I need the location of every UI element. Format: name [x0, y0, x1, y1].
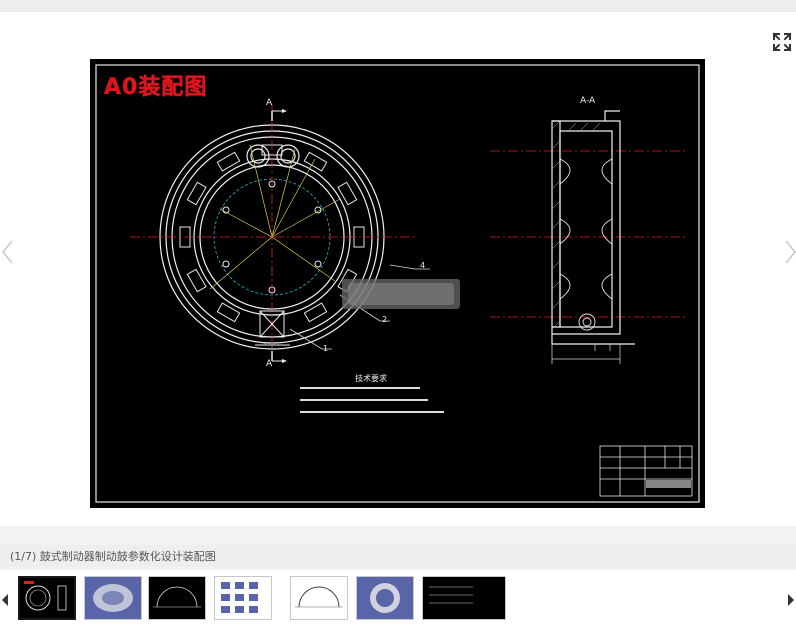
- drawing-title: A0装配图: [104, 75, 208, 100]
- chevron-left-icon[interactable]: [0, 238, 16, 266]
- thumbnail-4[interactable]: [214, 576, 272, 620]
- thumbnail-2[interactable]: [84, 576, 142, 620]
- expand-icon[interactable]: [772, 32, 792, 52]
- image-viewer: A0装配图 A A A-A 1 2 4 技术要求: [0, 12, 796, 526]
- cad-drawing-graphics: [95, 64, 700, 503]
- chevron-right-icon[interactable]: [782, 238, 796, 266]
- image-caption: (1/7) 鼓式制动器制动鼓参数化设计装配图: [10, 550, 216, 563]
- thumbnail-5[interactable]: [290, 576, 348, 620]
- thumbnail-3[interactable]: [148, 576, 206, 620]
- top-bar: [0, 0, 796, 12]
- section-label-bottom: A: [266, 359, 273, 369]
- caption-bar: (1/7) 鼓式制动器制动鼓参数化设计装配图: [0, 545, 796, 567]
- thumbnail-7[interactable]: [422, 576, 506, 620]
- thumbnail-6[interactable]: [356, 576, 414, 620]
- callout-4: 4: [420, 261, 426, 270]
- strip-prev-icon[interactable]: [0, 592, 10, 608]
- callout-1: 1: [323, 344, 329, 353]
- callout-2: 2: [382, 315, 388, 324]
- thumbnail-1[interactable]: [18, 576, 76, 620]
- section-label-top: A: [266, 98, 273, 108]
- section-view-label: A-A: [580, 96, 596, 106]
- strip-next-icon[interactable]: [786, 592, 796, 608]
- thumbnail-strip: [0, 570, 796, 627]
- technical-notes-heading: 技术要求: [355, 374, 387, 383]
- cad-drawing-image: A0装配图 A A A-A 1 2 4 技术要求: [90, 59, 705, 508]
